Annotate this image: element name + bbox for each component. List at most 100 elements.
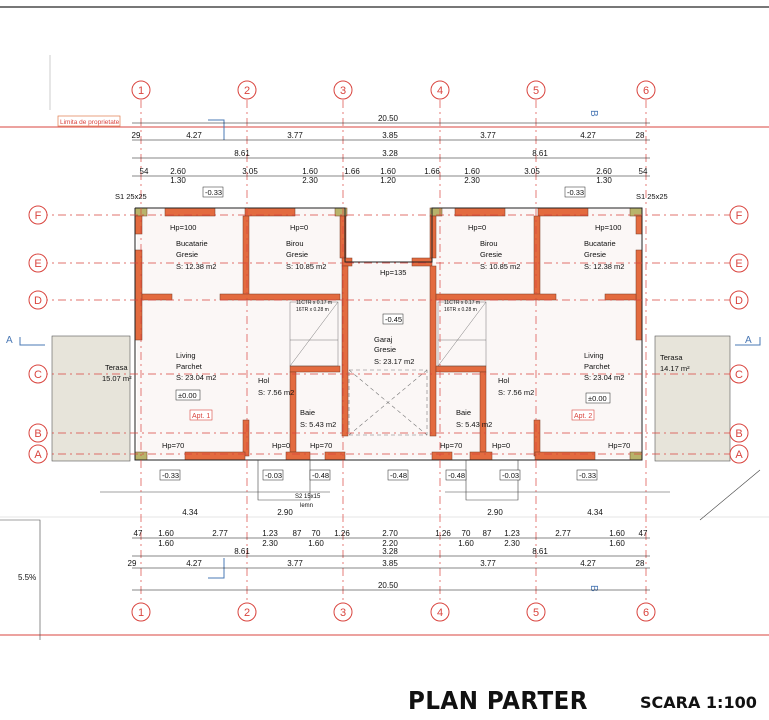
section-marker-B-bottom: B <box>588 585 599 592</box>
room-hol-right: Hol <box>498 376 510 385</box>
axis-4: 4 <box>437 85 443 97</box>
room-birou-right: Birou <box>480 239 498 248</box>
svg-text:S: 7.56 m2: S: 7.56 m2 <box>258 388 294 397</box>
svg-text:2.30: 2.30 <box>262 539 278 548</box>
svg-text:70: 70 <box>312 529 321 538</box>
svg-text:-0.48: -0.48 <box>390 471 407 480</box>
section-marker-A-left: A <box>6 335 13 346</box>
svg-text:Hp=135: Hp=135 <box>380 268 406 277</box>
svg-text:16TR x 0.28 m: 16TR x 0.28 m <box>296 307 329 313</box>
svg-text:1.30: 1.30 <box>596 176 612 185</box>
top-border <box>0 6 769 8</box>
axis-C: C <box>34 369 42 381</box>
svg-text:2.60: 2.60 <box>596 167 612 176</box>
svg-text:Parchet: Parchet <box>584 362 611 371</box>
svg-text:3.05: 3.05 <box>524 167 540 176</box>
svg-text:1.60: 1.60 <box>158 529 174 538</box>
level-top-right: -0.33 <box>567 188 584 197</box>
ramp-slope-label: 5.5% <box>18 573 36 582</box>
svg-text:4.27: 4.27 <box>580 559 596 568</box>
svg-text:1.60: 1.60 <box>464 167 480 176</box>
svg-text:S: 7.56 m2: S: 7.56 m2 <box>498 388 534 397</box>
svg-text:4: 4 <box>437 607 443 619</box>
svg-text:3.28: 3.28 <box>382 149 398 158</box>
svg-text:1.60: 1.60 <box>458 539 474 548</box>
svg-text:Hp=70: Hp=70 <box>440 441 462 450</box>
svg-text:29: 29 <box>128 559 137 568</box>
svg-text:29: 29 <box>132 131 141 140</box>
svg-text:1.23: 1.23 <box>262 529 278 538</box>
svg-text:1.60: 1.60 <box>609 539 625 548</box>
svg-text:S1 25x25: S1 25x25 <box>115 192 147 201</box>
stairs <box>289 301 487 367</box>
axis-E: E <box>34 258 41 270</box>
svg-text:1: 1 <box>138 607 144 619</box>
svg-text:2.90: 2.90 <box>277 508 293 517</box>
axis-B: B <box>34 428 41 440</box>
terrace-left <box>51 335 131 462</box>
property-limit-label: Limita de proprietate <box>60 119 120 126</box>
terrace-right <box>654 335 731 462</box>
svg-text:B: B <box>735 428 742 440</box>
room-birou-left: Birou <box>286 239 304 248</box>
room-garaj: Garaj <box>374 335 393 344</box>
svg-text:2.70: 2.70 <box>382 529 398 538</box>
axis-D: D <box>34 295 42 307</box>
svg-text:Hp=100: Hp=100 <box>170 223 196 232</box>
svg-text:-0.48: -0.48 <box>312 471 329 480</box>
room-baie-right: Baie <box>456 408 471 417</box>
svg-text:4.27: 4.27 <box>186 559 202 568</box>
svg-text:6: 6 <box>643 607 649 619</box>
svg-text:28: 28 <box>636 131 645 140</box>
svg-text:2.77: 2.77 <box>555 529 571 538</box>
svg-text:3.77: 3.77 <box>480 559 496 568</box>
svg-text:3.28: 3.28 <box>382 547 398 556</box>
svg-text:16TR x 0.28 m: 16TR x 0.28 m <box>444 307 477 313</box>
svg-text:Gresie: Gresie <box>584 250 606 259</box>
level-living-right: ±0.00 <box>588 394 607 403</box>
svg-text:-0.03: -0.03 <box>265 471 282 480</box>
svg-text:3.77: 3.77 <box>480 131 496 140</box>
svg-text:Gresie: Gresie <box>374 345 396 354</box>
svg-text:28: 28 <box>636 559 645 568</box>
svg-text:Hp=70: Hp=70 <box>310 441 332 450</box>
svg-text:S1 25x25: S1 25x25 <box>636 192 668 201</box>
svg-text:47: 47 <box>134 529 143 538</box>
level-living-left: ±0.00 <box>178 391 197 400</box>
svg-text:2.20: 2.20 <box>382 539 398 548</box>
svg-text:lemn: lemn <box>300 503 313 509</box>
svg-text:C: C <box>735 369 743 381</box>
svg-text:14.17 m²: 14.17 m² <box>660 364 690 373</box>
svg-text:S: 12.38 m2: S: 12.38 m2 <box>584 262 624 271</box>
svg-text:47: 47 <box>639 529 648 538</box>
section-marker-B-top: B <box>588 110 599 117</box>
svg-text:3.05: 3.05 <box>242 167 258 176</box>
plan-title: PLAN PARTER <box>408 686 588 715</box>
svg-text:8.61: 8.61 <box>234 547 250 556</box>
svg-text:1.30: 1.30 <box>170 176 186 185</box>
svg-text:8.61: 8.61 <box>532 547 548 556</box>
svg-text:87: 87 <box>293 529 302 538</box>
room-bucatarie-left: Bucatarie <box>176 239 208 248</box>
svg-text:F: F <box>736 210 743 222</box>
svg-text:2.30: 2.30 <box>464 176 480 185</box>
svg-text:3.77: 3.77 <box>287 131 303 140</box>
svg-text:S: 23.04 m2: S: 23.04 m2 <box>176 373 216 382</box>
room-baie-left: Baie <box>300 408 315 417</box>
svg-text:8.61: 8.61 <box>532 149 548 158</box>
svg-text:3.85: 3.85 <box>382 131 398 140</box>
svg-text:Hp=0: Hp=0 <box>492 441 510 450</box>
svg-text:1.60: 1.60 <box>609 529 625 538</box>
svg-text:54: 54 <box>140 167 149 176</box>
svg-text:Gresie: Gresie <box>176 250 198 259</box>
svg-text:5: 5 <box>533 607 539 619</box>
svg-text:Gresie: Gresie <box>286 250 308 259</box>
svg-text:A: A <box>735 449 743 461</box>
apartment-1-tag: Apt. 1 <box>192 413 210 420</box>
axis-F: F <box>35 210 42 222</box>
svg-text:S: 23.17 m2: S: 23.17 m2 <box>374 357 414 366</box>
svg-text:D: D <box>735 295 743 307</box>
svg-text:Hp=0: Hp=0 <box>468 223 486 232</box>
level-garage: -0.45 <box>385 315 402 324</box>
plan-scale: SCARA 1:100 <box>640 693 757 712</box>
